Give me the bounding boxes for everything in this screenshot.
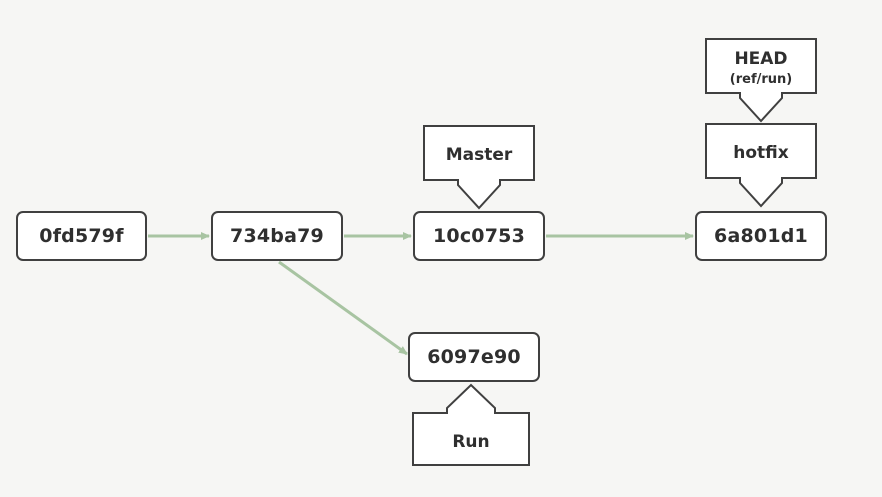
head-callout: HEAD (ref/run) — [705, 38, 817, 123]
run-label: Run — [452, 432, 489, 452]
commit-node: 10c0753 — [413, 211, 545, 261]
commit-node: 6a801d1 — [695, 211, 827, 261]
head-sublabel: (ref/run) — [730, 72, 792, 87]
head-label: HEAD — [734, 49, 787, 69]
commit-node: 0fd579f — [16, 211, 147, 261]
hotfix-callout: hotfix — [705, 123, 817, 208]
edge-c1-c4 — [278, 260, 408, 356]
hotfix-label: hotfix — [733, 143, 789, 163]
run-callout: Run — [412, 383, 530, 466]
master-callout: Master — [423, 125, 535, 210]
commit-node: 734ba79 — [211, 211, 343, 261]
commit-node: 6097e90 — [408, 332, 540, 382]
master-label: Master — [446, 145, 513, 165]
